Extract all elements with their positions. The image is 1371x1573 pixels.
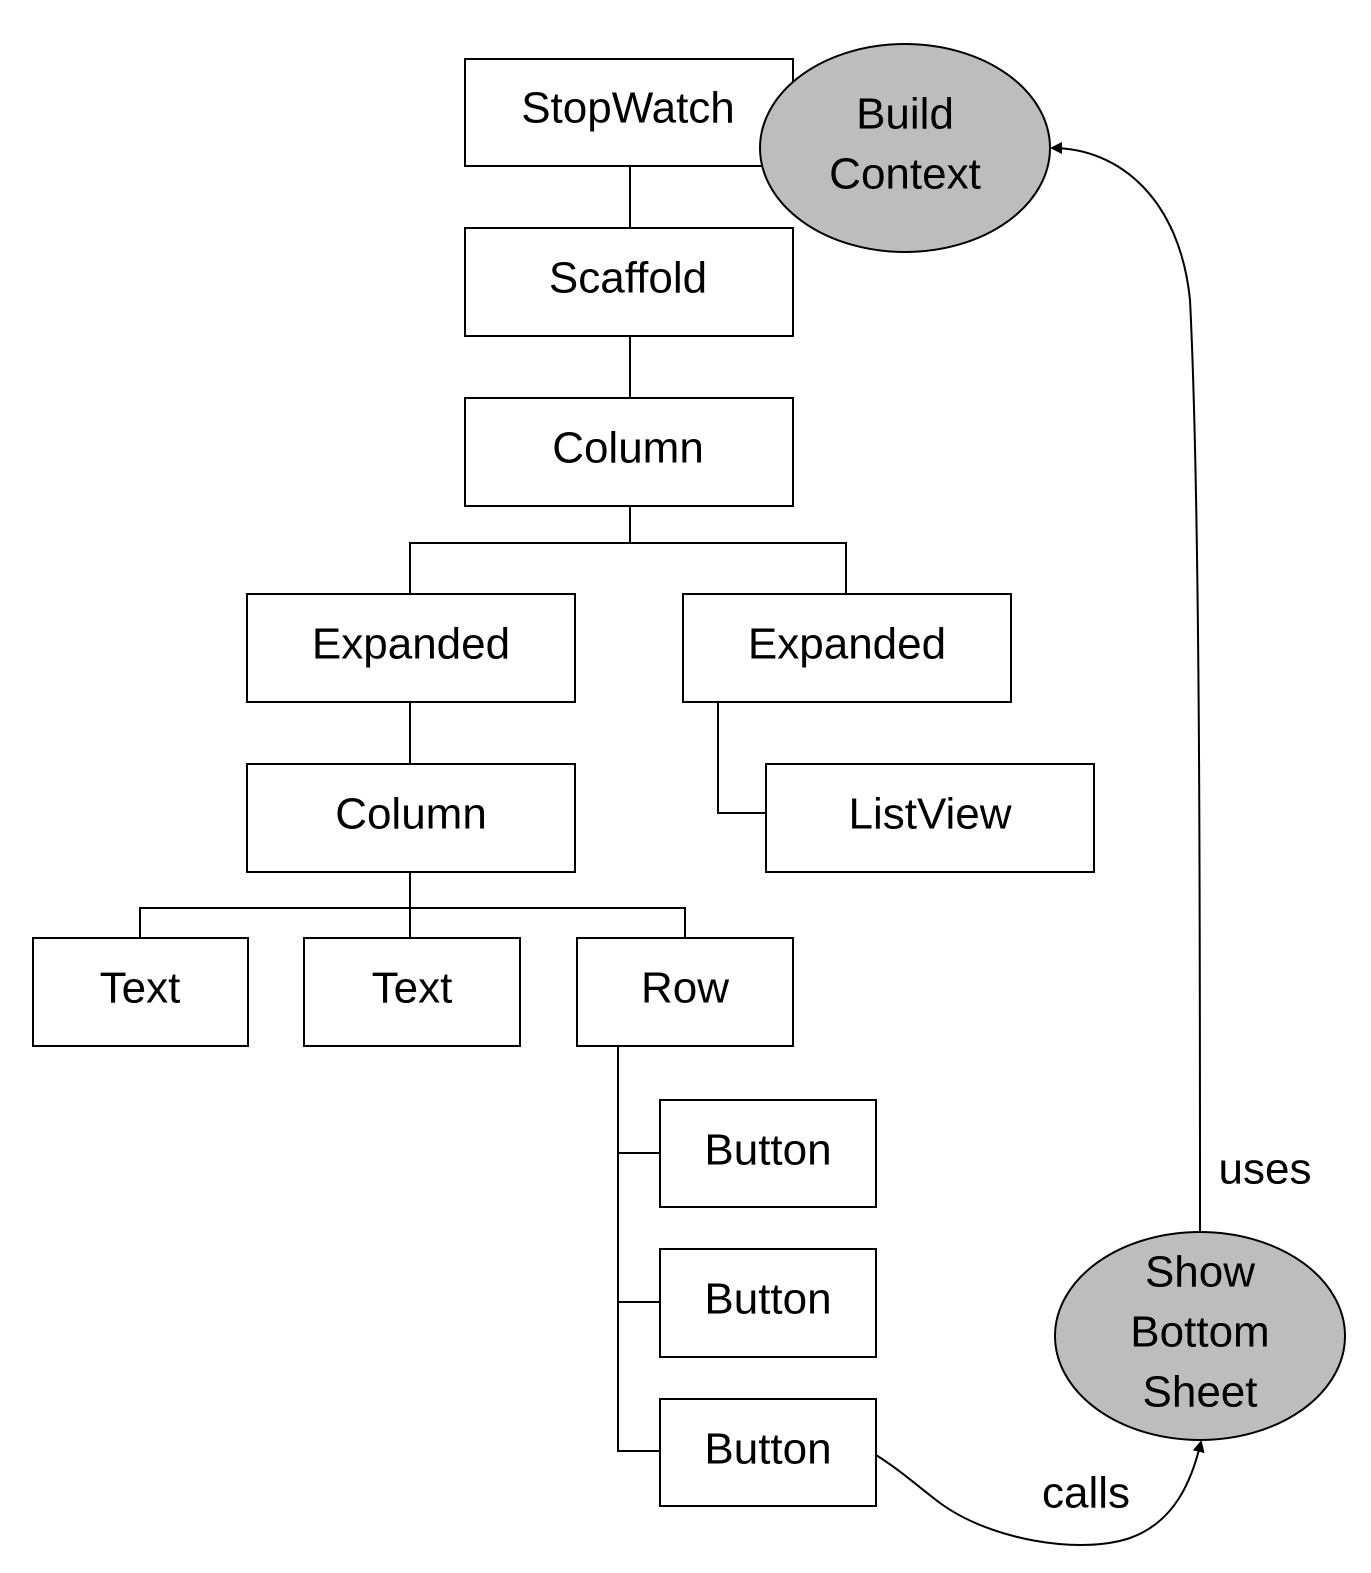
ellipse-shape bbox=[759, 43, 1051, 253]
node-box bbox=[464, 227, 794, 337]
node-box bbox=[659, 1099, 877, 1208]
node-column-top: Column bbox=[464, 397, 794, 507]
ellipse-label-line-2: Bottom bbox=[1130, 1308, 1269, 1357]
node-label: Button bbox=[704, 1275, 831, 1324]
node-label: ListView bbox=[848, 790, 1011, 839]
node-box bbox=[659, 1248, 877, 1358]
ellipse-build-context: Build Context bbox=[759, 43, 1051, 253]
node-label: Row bbox=[641, 964, 729, 1013]
node-box bbox=[682, 593, 1012, 703]
edge-uses-arrow bbox=[1050, 142, 1201, 1233]
node-label: Text bbox=[372, 964, 453, 1013]
node-box bbox=[303, 937, 521, 1047]
node-label: Button bbox=[704, 1425, 831, 1474]
connector-column-expanded-right bbox=[630, 542, 847, 594]
node-expanded-left: Expanded bbox=[246, 593, 576, 703]
connector-row-buttons bbox=[617, 1046, 660, 1452]
node-box bbox=[765, 763, 1095, 873]
tree-connectors bbox=[139, 166, 847, 1452]
node-box bbox=[32, 937, 249, 1047]
node-box bbox=[464, 397, 794, 507]
connector-expanded-listview bbox=[717, 702, 766, 814]
node-button-3: Button bbox=[659, 1398, 877, 1507]
node-label: Column bbox=[552, 424, 704, 473]
edge-label-calls: calls bbox=[1042, 1469, 1130, 1518]
node-button-1: Button bbox=[659, 1099, 877, 1208]
node-box bbox=[576, 937, 794, 1047]
connector-column-children bbox=[139, 907, 686, 938]
node-box bbox=[246, 593, 576, 703]
ellipse-show-bottom-sheet: Show Bottom Sheet bbox=[1054, 1231, 1346, 1441]
node-text-2: Text bbox=[303, 937, 521, 1047]
node-label: Button bbox=[704, 1126, 831, 1175]
node-label: Text bbox=[100, 964, 181, 1013]
edge-label-uses: uses bbox=[1219, 1145, 1312, 1194]
node-box bbox=[246, 763, 576, 873]
connector-column-expanded bbox=[409, 506, 631, 594]
node-scaffold: Scaffold bbox=[464, 227, 794, 337]
edge-calls-arrow bbox=[875, 1440, 1205, 1546]
ellipse-label-line-1: Show bbox=[1145, 1248, 1255, 1297]
node-label: Scaffold bbox=[549, 254, 707, 303]
node-expanded-right: Expanded bbox=[682, 593, 1012, 703]
node-label: Column bbox=[335, 790, 487, 839]
node-listview: ListView bbox=[765, 763, 1095, 873]
node-box bbox=[659, 1398, 877, 1507]
node-button-2: Button bbox=[659, 1248, 877, 1358]
node-label: Expanded bbox=[312, 620, 510, 669]
node-stopwatch: StopWatch bbox=[464, 58, 794, 167]
ellipse-label-line-3: Sheet bbox=[1143, 1368, 1258, 1417]
node-text-1: Text bbox=[32, 937, 249, 1047]
node-label: Expanded bbox=[748, 620, 946, 669]
ellipse-label-line-1: Build bbox=[856, 90, 954, 139]
node-box bbox=[464, 58, 794, 167]
ellipse-label-line-2: Context bbox=[829, 150, 981, 199]
node-label: StopWatch bbox=[521, 84, 735, 133]
node-column-inner: Column bbox=[246, 763, 576, 873]
node-row: Row bbox=[576, 937, 794, 1047]
